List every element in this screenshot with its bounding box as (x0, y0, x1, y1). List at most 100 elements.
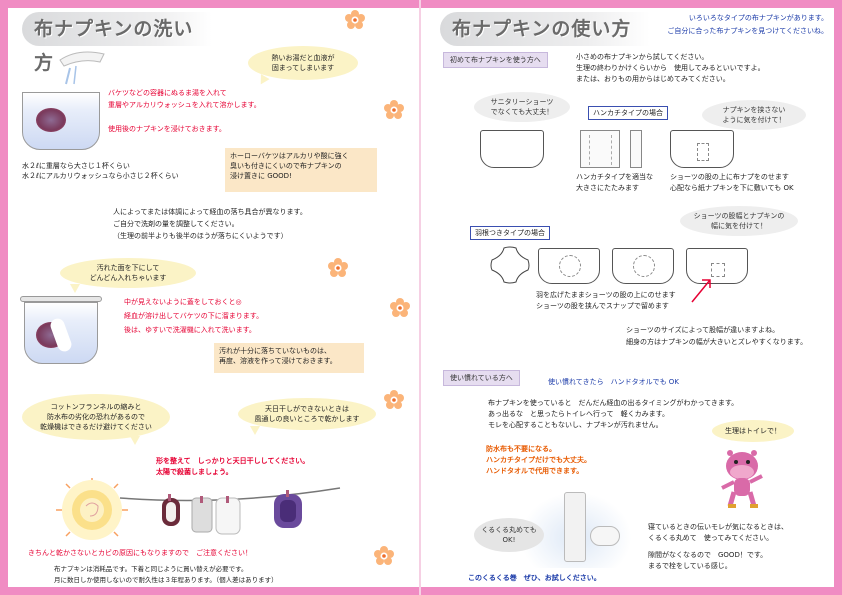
text-line: 重層やアルカリウォッシュを入れて溶かします。 (108, 101, 261, 109)
bubble-text: ように気を付けて！ (722, 116, 786, 124)
dry-instructions: 形を整えて しっかりと天日干ししてください。 太陽で殺菌しましょう。 (156, 456, 309, 478)
step1-instructions: バケツなどの容器にぬるま湯を入れて 重層やアルカリウォッシュを入れて溶かします。… (108, 87, 261, 135)
bubble-text: 汚れた面を下にして (96, 264, 160, 272)
bubble-shade: 天日干しができないときは 風通しの良いところで乾かします (238, 398, 376, 430)
text-line: 細身の方はナプキンの幅が大きいとズレやすくなります。 (626, 338, 808, 346)
text-line: 布ナプキンを使っていると だんだん経血の出るタイミングがわかってきます。 (488, 399, 739, 407)
text-line: 形を整えて しっかりと天日干ししてください。 (156, 457, 310, 465)
text-line: 小さめの布ナプキンから試してください。 (576, 53, 709, 61)
bubble-tail (70, 284, 80, 293)
flower-icon (328, 258, 348, 277)
text-line: いろいろなタイプの布ナプキンがあります。 (688, 14, 828, 22)
text-line: モレを心配することもないし、ナプキンが汚れません。 (488, 421, 663, 429)
bubble-dryer: コットンフランネルの縮みと 防水布の劣化の恐れがあるので 乾燥機はできるだけ避け… (22, 394, 170, 440)
section-experienced: 使い慣れている方へ (443, 370, 520, 386)
left-footer: 布ナプキンは消耗品です。下着と同じように買い替えが必要です。 月に数日しか使用し… (54, 564, 278, 586)
gap-note: 隙間がなくなるので GOOD！です。 まるで栓をしている感じ。 (648, 550, 767, 572)
folded-cloth-illustration (580, 130, 620, 168)
bubble-text: コットンフランネルの縮みと (50, 403, 142, 411)
text-line: 寝ているときの伝いモレが気になるときは、 (648, 523, 788, 531)
section2-highlight: 使い慣れてきたら ハンドタオルでも OK (548, 378, 679, 386)
stain-note: 汚れが十分に落ちていないものは、 再度、溶液を作って浸けておきます。 (214, 343, 364, 373)
text-line: 羽を広げたままショーツの股の上にのせます (536, 291, 676, 299)
bubble-crotch-width: ショーツの股幅とナプキンの 幅に気を付けて！ (680, 206, 798, 236)
mold-warning: きちんと乾かさないとカビの原因にもなりますので ご注意ください！ (28, 549, 252, 557)
sleep-note: 寝ているときの伝いモレが気になるときは、 くるくる丸めて 使ってみてください。 (648, 522, 788, 544)
handkerchief-type-label: ハンカチタイプの場合 (588, 106, 668, 120)
bucket-lid (20, 296, 102, 302)
text-line: 心配なら紙ナプキンを下に敷いても OK (670, 184, 794, 192)
shorts-illustration (538, 248, 600, 284)
kettle-pour-illustration (59, 51, 105, 85)
text-line: ハンカチタイプを適当な (576, 173, 653, 181)
text-line: ハンカチタイプだけでも大丈夫。 (486, 456, 591, 464)
text-line: 水２ℓにアルカリウォッシュなら小さじ２杯くらい (22, 172, 179, 180)
text-line: 後は、ゆすいで洗濯機に入れて洗います。 (124, 326, 256, 334)
text-line: あっ出るな と思ったらトイレへ行って 軽くカみます。 (488, 410, 669, 418)
bubble-text: 幅に気を付けて！ (711, 222, 767, 230)
text-line: 防水布も不要になる。 (486, 445, 556, 453)
text-line: 布ナプキンは消耗品です。下着と同じように買い替えが必要です。 (54, 565, 248, 573)
bubble-text: 乾燥機はできるだけ避けてください (40, 423, 152, 431)
text-line: 浸け置きに GOOD! (230, 172, 292, 180)
handkerchief-fold-note: ハンカチタイプを適当な 大きさにたたみます (576, 172, 653, 194)
text-line: ショーツのサイズによって股幅が違いますよね。 (626, 326, 780, 334)
folded-strip-illustration (630, 130, 642, 168)
text-line: まるで栓をしている感じ。 (648, 562, 732, 570)
bubble-text: ナプキンを挟さない (722, 106, 786, 114)
text-line: ハンドタオルで代用できます。 (486, 467, 584, 475)
flower-icon (374, 546, 394, 565)
condition-note: 人によってまたは体調によって経血の落ち具合が異なります。 ご自分で洗剤の量を調整… (113, 206, 307, 242)
text-line: 臭いも付きにくいので布ナプキンの (230, 162, 342, 170)
bubble-sanitary-shorts: サニタリーショーツ でなくても大丈夫！ (474, 92, 570, 122)
bubble-text: でなくても大丈夫！ (490, 108, 554, 116)
bubble-text: ショーツの股幅とナプキンの (693, 212, 785, 220)
text-line (108, 111, 261, 123)
text-line: くるくる丸めて 使ってみてください。 (648, 534, 774, 542)
bubble-text: 熱いお湯だと血液が (271, 54, 335, 62)
text-line: 人によってまたは体調によって経血の落ち具合が異なります。 (113, 208, 307, 216)
bubble-toilet: 生理はトイレで！ (712, 420, 794, 442)
bubble-text: どんどん入れちゃいます (89, 274, 167, 282)
orange-tips: 防水布も不要になる。 ハンカチタイプだけでも大丈夫。 ハンドタオルで代用できます… (486, 444, 591, 477)
bubble-roll-ok: くるくる丸めても OK! (474, 518, 544, 552)
page-spine (419, 0, 421, 595)
winged-note: 羽を広げたままショーツの股の上にのせます ショーツの股を挟んでスナップで留めます (536, 290, 676, 312)
bubble-text: サニタリーショーツ (490, 98, 554, 106)
arrow-icon (691, 279, 711, 303)
mascot-hippo-icon (721, 450, 763, 508)
text-line: 中が見えないように蓋をしておくと◎ (124, 298, 242, 306)
right-intro: いろいろなタイプの布ナプキンがあります。 ご自分に合った布ナプキンを見つけてくだ… (658, 12, 828, 38)
bubble-text: OK! (502, 536, 516, 544)
text-line: ご自分で洗剤の量を調整してください。 (113, 220, 239, 228)
bubble-tail (130, 436, 140, 445)
text-line: ご自分に合った布ナプキンを見つけてくださいね。 (667, 27, 828, 35)
section1-text: 小さめの布ナプキンから試してください。 生理の終わりかけくらいから 使用してみる… (576, 52, 765, 85)
flower-icon (384, 390, 404, 409)
bubble-text: くるくる丸めても (481, 526, 537, 534)
shorts-illustration (480, 130, 544, 168)
text-line: 太陽で殺菌しましょう。 (156, 468, 233, 476)
section2-text: 布ナプキンを使っていると だんだん経血の出るタイミングがわかってきます。 あっ出… (488, 398, 738, 431)
text-line: 隙間がなくなるので GOOD！です。 (648, 551, 768, 559)
sun-icon (56, 478, 128, 540)
roll-recommendation: このくるくる巻 ぜひ、お試しください。 (468, 574, 601, 582)
bubble-dirty-side: 汚れた面を下にして どんどん入れちゃいます (60, 258, 196, 288)
text-line: 汚れが十分に落ちていないものは、 (219, 347, 331, 355)
text-line: バケツなどの容器にぬるま湯を入れて (108, 89, 227, 97)
ratio-note: 水２ℓに重層なら大さじ１杯くらい 水２ℓにアルカリウォッシュなら小さじ２杯くらい (22, 161, 179, 181)
left-title-text: 布ナプキンの洗い方 (34, 18, 194, 74)
flower-icon (345, 10, 365, 29)
pad-in-bucket (36, 108, 66, 132)
text-line: 大きさにたたみます (576, 184, 639, 192)
text-line: または、おりもの用からはじめてみてください。 (576, 75, 730, 83)
text-line: 月に数日しか使用しないので耐久性は３年程あります。（個人差はあります） (54, 576, 278, 584)
flower-icon (384, 100, 404, 119)
shorts-illustration (686, 248, 748, 284)
bubble-text: 風通しの良いところで乾かします (254, 415, 360, 423)
winged-pad-illustration (490, 246, 530, 284)
text-line: 水２ℓに重層なら大さじ１杯くらい (22, 162, 130, 170)
enamel-bucket-tip: ホーローバケツはアルカリや酸に強く 臭いも付きにくいので布ナプキンの 浸け置きに… (225, 148, 377, 192)
clothesline-illustration (119, 487, 341, 535)
